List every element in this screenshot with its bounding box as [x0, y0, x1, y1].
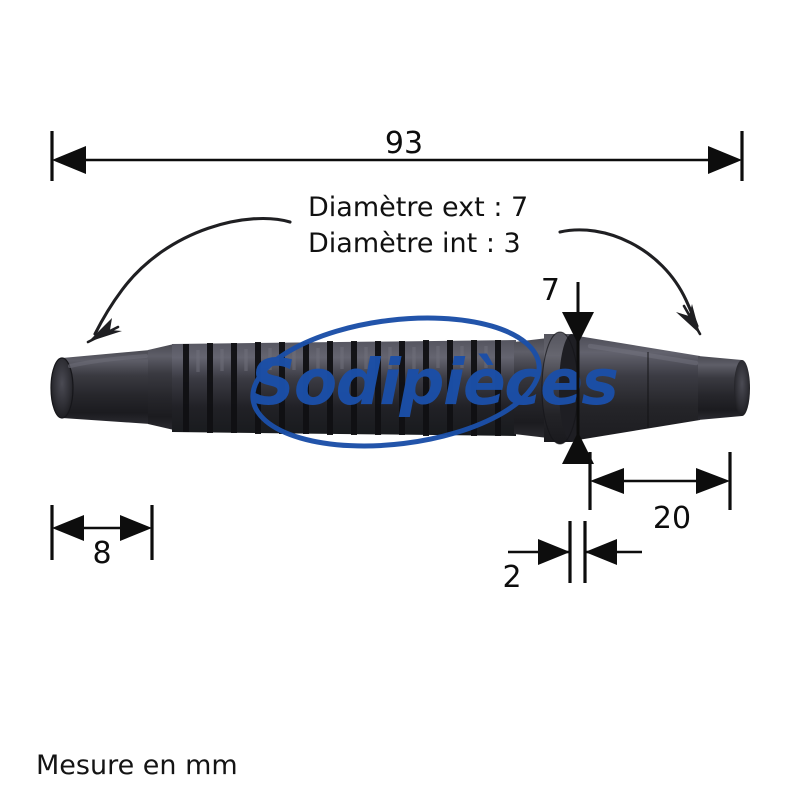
dimension-label-93: 93 [385, 126, 423, 161]
part-transition [148, 344, 174, 430]
dimension-left-tip: 8 [50, 505, 154, 571]
dimension-collar-height: 7 [541, 273, 594, 464]
curved-arrow-right [558, 228, 702, 336]
note-diameter-int: Diamètre int : 3 [308, 228, 521, 259]
dimension-label-7: 7 [541, 273, 560, 308]
footer-unit-note: Mesure en mm [36, 750, 238, 781]
dimension-label-20: 20 [653, 501, 691, 536]
watermark-sodipieces: Sodipièces [250, 315, 619, 449]
arrowhead-left [52, 515, 84, 541]
arrowhead-top [562, 312, 594, 344]
arrowhead-left [52, 146, 86, 174]
arrowhead-right [585, 539, 617, 565]
part-tapered-cone [578, 336, 750, 440]
arrowhead-left [538, 539, 570, 565]
part-left-tip [50, 350, 150, 424]
dimension-overall-length: 93 [50, 126, 744, 181]
dimension-right-cone: 20 [588, 452, 732, 536]
arrowhead-right [708, 146, 742, 174]
curved-arrow-left [86, 216, 292, 344]
dimension-label-8: 8 [92, 536, 111, 571]
dimension-label-2: 2 [502, 560, 521, 595]
arrowhead-bottom [562, 432, 594, 464]
watermark-label: Sodipièces [250, 346, 617, 419]
product-rubber-sleeve [50, 331, 750, 445]
watermark-ellipse [250, 315, 542, 449]
arrowhead-right [696, 468, 730, 494]
arrowhead-left [590, 468, 624, 494]
dimension-collar-width: 2 [502, 521, 642, 595]
arrowhead-right [120, 515, 152, 541]
note-diameter-ext: Diamètre ext : 7 [308, 192, 528, 223]
diameter-notes: Diamètre ext : 7 Diamètre int : 3 [308, 192, 528, 259]
